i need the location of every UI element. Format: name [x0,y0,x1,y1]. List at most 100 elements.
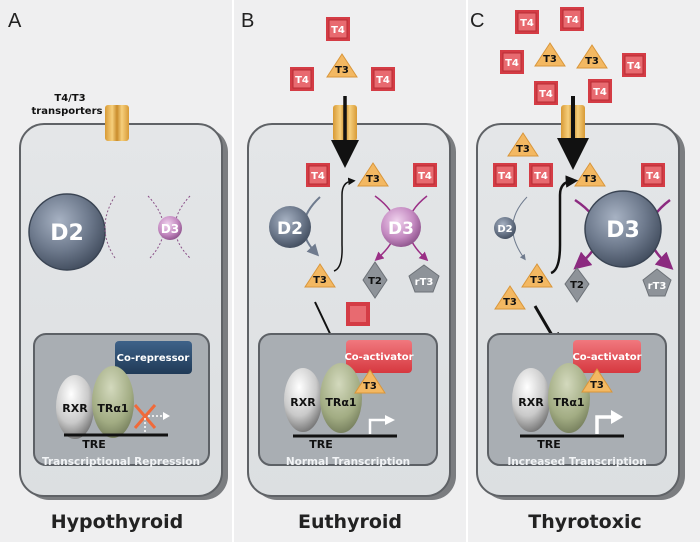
status-label: Transcriptional Repression [42,456,200,468]
t4-hormone: T4 [514,9,540,35]
t3-hormone: T3 [326,53,358,78]
tr-alpha1-receptor: TRα1 [320,363,362,433]
svg-text:T3: T3 [583,174,597,185]
t3-hormone: T3 [304,263,336,288]
d3-enzyme: D3 [381,207,421,247]
panel-b: B T4 T4 T4 T3 T4 T4 [241,10,456,533]
svg-text:T3: T3 [366,174,380,185]
t3-hormone: T3 [507,132,539,157]
svg-text:T4: T4 [565,15,579,26]
svg-text:TRα1: TRα1 [325,396,356,409]
t3-hormone: T3 [357,162,389,187]
svg-text:T4: T4 [539,89,553,100]
svg-text:T4: T4 [627,61,641,72]
tr-alpha1-receptor: TRα1 [92,366,134,438]
panel-b-caption: Euthyroid [298,511,402,533]
t3-hormone: T3 [574,162,606,187]
t4-hormone: T4 [305,162,331,188]
rt3-metabolite: rT3 [408,264,440,293]
t4-hormone: T4 [492,162,518,188]
rt3-metabolite: rT3 [642,268,672,297]
svg-text:T3: T3 [530,275,544,286]
d2-pathway-dashed [104,195,116,259]
svg-text:D3: D3 [388,219,414,239]
svg-text:T3: T3 [585,56,599,67]
rxr-receptor: RXR [284,368,322,432]
t3-hormone: T3 [576,44,608,69]
t4-hormone: T4 [533,80,559,106]
t4-hormone: T4 [621,52,647,78]
t3-bound: T3 [581,368,613,393]
t3-shuttle-arrow [333,177,356,272]
svg-text:Co-activator: Co-activator [572,352,641,363]
status-label: Normal Transcription [286,456,410,468]
svg-text:T4: T4 [505,58,519,69]
svg-text:T4: T4 [498,171,512,182]
svg-text:T4: T4 [418,171,432,182]
t3-bound: T3 [354,369,386,394]
svg-text:T4: T4 [295,75,309,86]
svg-text:TRα1: TRα1 [97,402,128,415]
svg-text:Co-activator: Co-activator [344,352,413,363]
d2-enzyme: D2 [28,193,106,271]
d2-enzyme-small: D2 [494,217,516,239]
svg-text:T3: T3 [363,381,377,392]
svg-text:T4: T4 [331,25,345,36]
coactivator-box: Co-activator [572,340,642,373]
svg-text:Co-repressor: Co-repressor [117,353,190,364]
t2-metabolite: T2 [564,267,590,303]
t4-hormone: T4 [528,162,554,188]
status-label: Increased Transcription [507,456,646,468]
panel-b-letter: B [241,10,254,32]
transcription-arrowhead [611,410,623,424]
t3-shuttle-arrow [550,175,579,275]
t3-hormone: T3 [494,285,526,310]
transporter-label-line2: transporters [32,106,103,117]
svg-text:T3: T3 [335,65,349,76]
svg-text:T4: T4 [520,18,534,29]
panel-a-caption: Hypothyroid [51,511,183,533]
svg-text:rT3: rT3 [415,277,434,288]
d3-enzyme-large: D3 [584,190,662,268]
d3-enzyme-small: D3 [158,216,182,240]
tr-alpha1-receptor: TRα1 [548,363,590,433]
t4-hormone: T4 [289,66,315,92]
t2-metabolite: T2 [362,261,388,299]
tre-label: TRE [309,438,333,451]
svg-text:rT3: rT3 [648,281,667,292]
transcription-start-arrow [368,418,387,434]
t4-hormone: T4 [412,162,438,188]
t4-hormone: T4 [325,16,351,42]
transporter-label-line1: T4/T3 [54,93,85,104]
transcription-arrowhead [385,415,395,425]
panel-a: A T4/T3 transporters D2 D3 Co-repressor … [8,10,228,533]
panel-c: C T4 T4 T4 T4 T4 T4 T3 [470,6,685,533]
rxr-receptor: RXR [512,368,550,432]
svg-text:T3: T3 [590,380,604,391]
corepressor-box: Co-repressor [115,341,192,374]
d2-enzyme: D2 [269,206,311,248]
transcription-start-arrow [595,415,613,434]
coactivator-box: Co-activator [344,340,414,373]
svg-text:D2: D2 [50,221,84,246]
coactivator-free [346,302,370,326]
svg-text:T4: T4 [311,171,325,182]
svg-text:TRα1: TRα1 [553,396,584,409]
transporter-icon [105,105,129,141]
svg-text:T3: T3 [503,297,517,308]
svg-text:D2: D2 [497,224,512,235]
t4-hormone: T4 [499,49,525,75]
t4-hormone: T4 [559,6,585,32]
panel-c-letter: C [470,10,484,32]
panel-a-letter: A [8,10,22,32]
tre-label: TRE [82,438,106,451]
repression-x-icon [133,404,170,432]
rxr-receptor: RXR [56,375,94,439]
t4-hormone: T4 [640,162,666,188]
t4-hormone: T4 [370,66,396,92]
svg-text:T4: T4 [376,75,390,86]
svg-text:T4: T4 [534,171,548,182]
svg-text:RXR: RXR [290,396,316,409]
